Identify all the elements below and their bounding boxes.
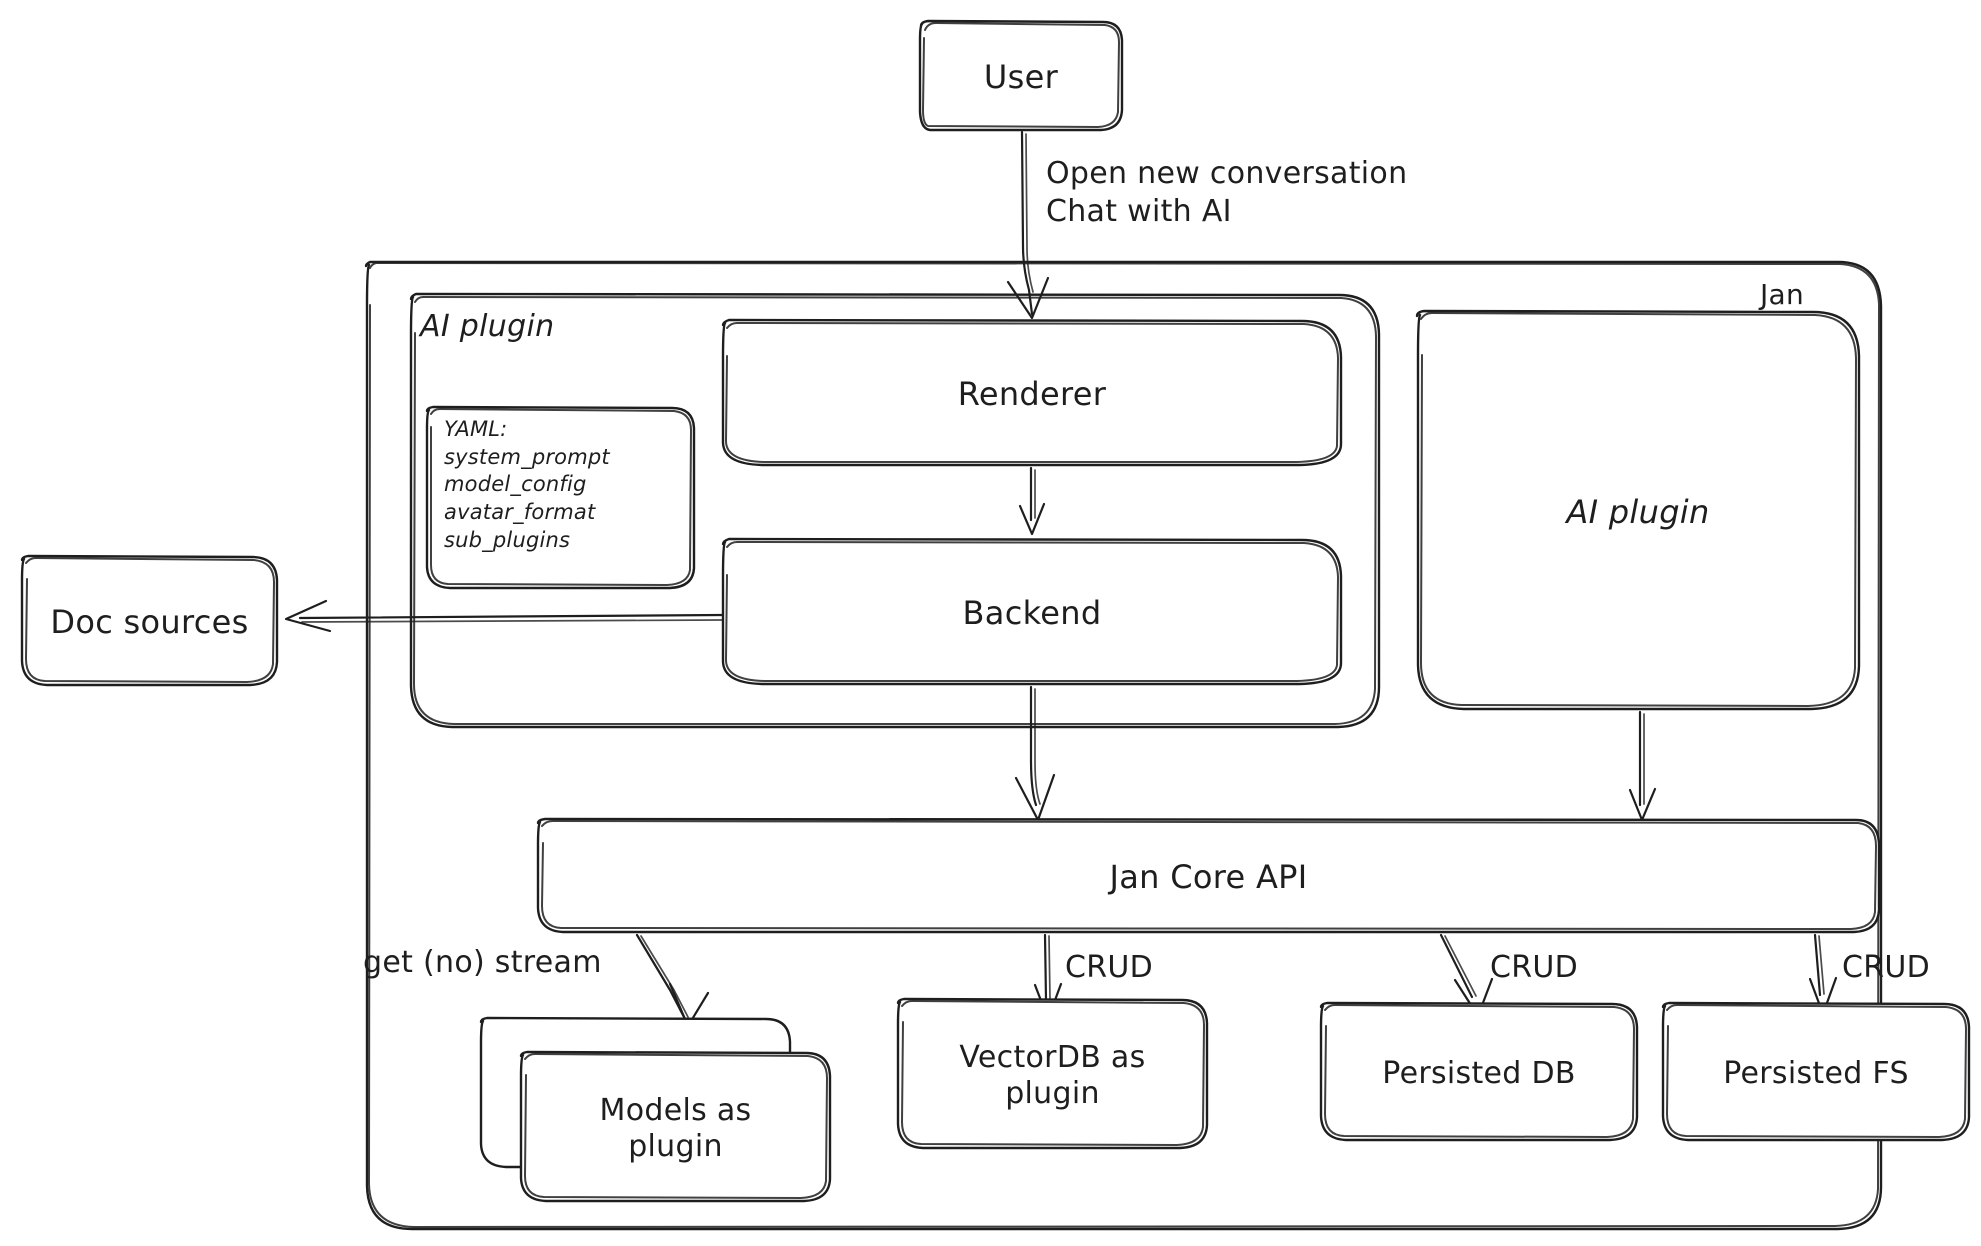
edge-label-crud-vectordb: CRUD <box>1065 950 1154 985</box>
edge-renderer-to-backend <box>1018 466 1046 536</box>
edge-label-user-to-renderer: Open new conversation Chat with AI <box>1046 156 1408 229</box>
user-box-shape <box>918 19 1124 132</box>
edge-label-crud-persisted-fs: CRUD <box>1842 950 1931 985</box>
vectordb-plugin-box-shape <box>896 997 1209 1150</box>
persisted-fs-box-shape <box>1661 1001 1971 1142</box>
yaml-box-label: YAML: system_prompt model_config avatar_… <box>444 417 610 552</box>
edge-label-get-no-stream: get (no) stream <box>363 945 602 980</box>
models-plugin-box-shape <box>479 1016 832 1203</box>
backend-box-shape <box>721 537 1343 686</box>
renderer-box-shape <box>721 318 1343 467</box>
yaml-box-shape <box>425 405 696 590</box>
edge-label-crud-persisted-db: CRUD <box>1490 950 1579 985</box>
jan-core-api-box-shape <box>536 817 1881 934</box>
doc-sources-box-shape <box>20 554 279 687</box>
edge-user-to-renderer <box>1006 130 1050 320</box>
persisted-db-box-shape <box>1319 1001 1639 1142</box>
ai-plugin-panel-shape <box>1415 309 1861 711</box>
edge-backend-to-doc-sources <box>284 599 724 633</box>
